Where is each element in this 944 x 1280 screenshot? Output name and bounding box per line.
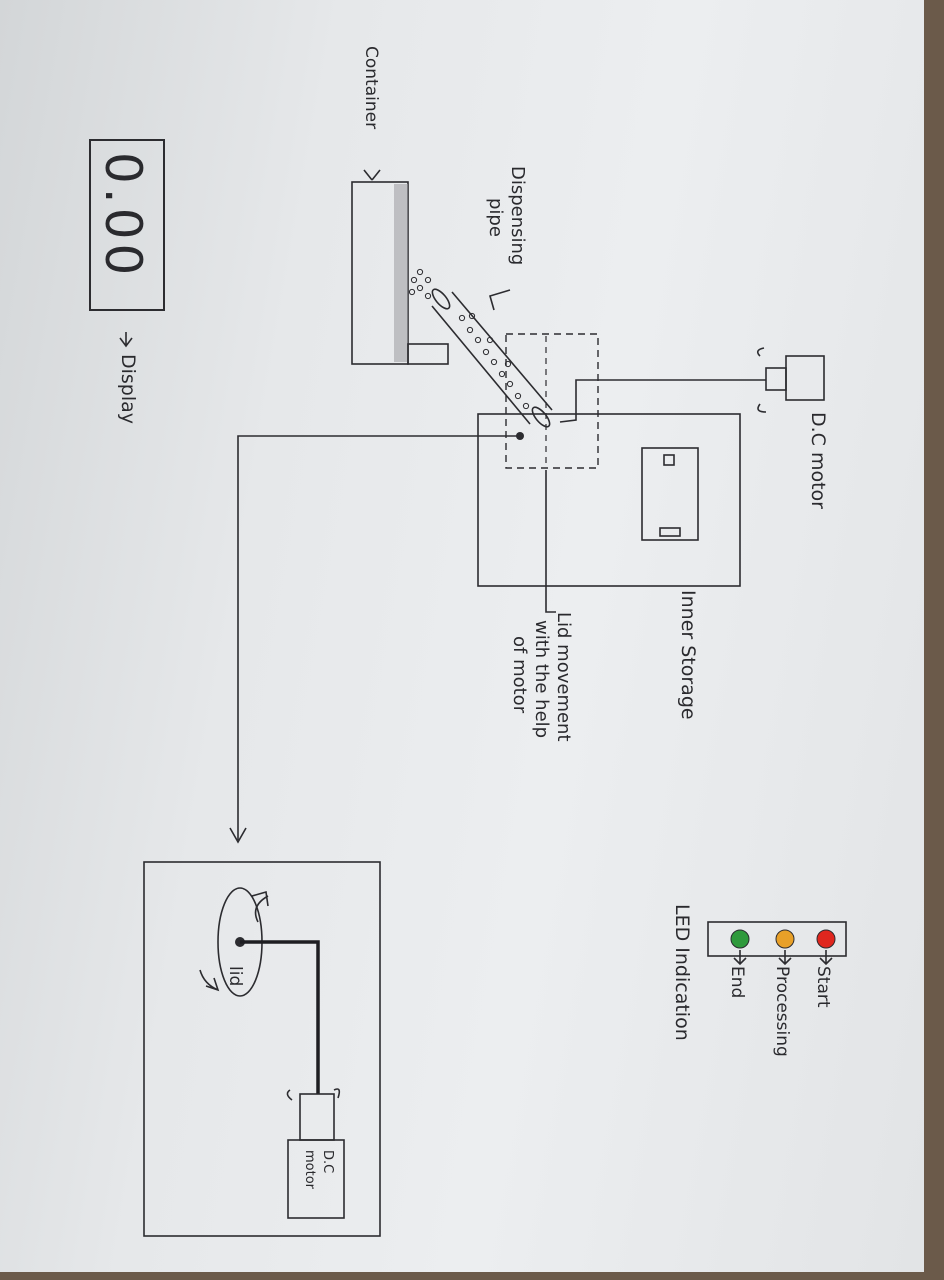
lid-label: lid	[225, 966, 245, 986]
container-label: Container	[361, 46, 381, 129]
led-start-arrow	[819, 950, 833, 966]
lid-movement-region	[505, 333, 599, 469]
dispensing-pipe-label-line1: Dispensing	[507, 166, 528, 265]
led-processing-arrow	[778, 950, 792, 966]
led-start-light	[816, 929, 836, 949]
lid-movement-arrow	[545, 470, 556, 613]
dc-motor-top-label: D.C motor	[807, 412, 829, 509]
lid-movement-label-line3: of motor	[509, 636, 530, 714]
paper-sheet	[0, 0, 924, 1272]
display-box	[89, 139, 165, 311]
dc-motor-top	[756, 347, 825, 413]
display-label: Display	[117, 354, 139, 424]
dc-motor-bottom-label-line2: motor	[302, 1150, 317, 1190]
led-end-arrow	[733, 950, 747, 966]
led-processing-label: Processing	[772, 966, 792, 1057]
led-end-label: End	[727, 966, 747, 998]
lid-signal-arrowhead	[229, 827, 247, 844]
circuit-board	[641, 447, 699, 541]
led-processing-light	[775, 929, 795, 949]
motor-to-lid-wire	[559, 379, 766, 423]
lid-movement-label-line1: Lid movement	[553, 612, 574, 742]
inner-storage-label: Inner Storage	[677, 590, 699, 720]
lid-signal-wire	[237, 435, 520, 840]
container	[351, 169, 449, 365]
display-readout: 0.00	[94, 152, 152, 279]
lid-movement-label-line2: with the help	[531, 620, 552, 738]
led-end-light	[730, 929, 750, 949]
lid-assembly	[199, 887, 320, 1094]
display-pointer-arrow	[119, 332, 133, 348]
dc-motor-bottom-label-line1: D.C	[320, 1150, 335, 1173]
led-indication-title: LED Indication	[671, 904, 693, 1041]
dispensing-pipe-label-line2: pipe	[485, 198, 506, 237]
pipe-pointer-arrow	[489, 289, 511, 311]
led-panel	[707, 921, 847, 957]
lid-mechanism-box	[143, 861, 381, 1237]
dc-motor-bottom	[286, 1088, 345, 1219]
dispensing-pipe	[408, 268, 553, 428]
led-start-label: Start	[813, 966, 833, 1008]
inner-storage-box	[477, 413, 741, 587]
